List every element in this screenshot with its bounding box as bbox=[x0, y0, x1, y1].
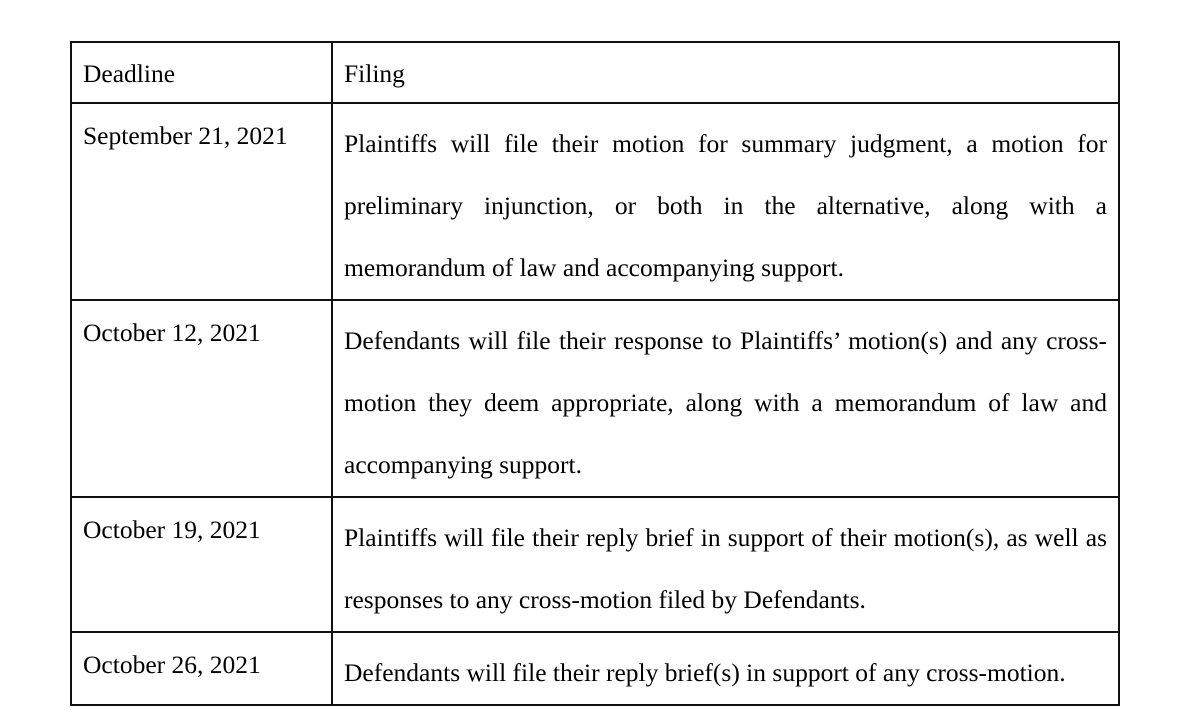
cell-filing: Plaintiffs will file their reply brief i… bbox=[331, 496, 1120, 633]
filing-description-3: Plaintiffs will file their reply brief i… bbox=[344, 523, 1107, 614]
table-row: October 26, 2021 Defendants will file th… bbox=[70, 631, 1120, 706]
filing-schedule-table: Deadline Filing September 21, 2021 Plain… bbox=[70, 41, 1120, 706]
table-row: October 19, 2021 Plaintiffs will file th… bbox=[70, 496, 1120, 633]
filing-description-1: Plaintiffs will file their motion for su… bbox=[344, 129, 1107, 282]
cell-deadline: October 26, 2021 bbox=[70, 631, 333, 706]
cell-deadline: October 19, 2021 bbox=[70, 496, 333, 633]
column-header-filing-label: Filing bbox=[344, 59, 405, 88]
table-header-row: Deadline Filing bbox=[70, 41, 1120, 104]
deadline-date-2: October 12, 2021 bbox=[83, 318, 261, 347]
cell-filing: Defendants will file their response to P… bbox=[331, 299, 1120, 498]
column-header-filing: Filing bbox=[331, 41, 1120, 104]
cell-deadline: October 12, 2021 bbox=[70, 299, 333, 498]
table-row: October 12, 2021 Defendants will file th… bbox=[70, 299, 1120, 498]
table-header: Deadline Filing bbox=[70, 41, 1120, 104]
deadline-date-4: October 26, 2021 bbox=[83, 650, 261, 679]
filing-description-4: Defendants will file their reply brief(s… bbox=[344, 658, 1066, 687]
column-header-deadline-label: Deadline bbox=[83, 59, 176, 88]
table-row: September 21, 2021 Plaintiffs will file … bbox=[70, 102, 1120, 301]
deadline-date-1: September 21, 2021 bbox=[83, 121, 288, 150]
cell-deadline: September 21, 2021 bbox=[70, 102, 333, 301]
cell-filing: Defendants will file their reply brief(s… bbox=[331, 631, 1120, 706]
filing-description-2: Defendants will file their response to P… bbox=[344, 326, 1107, 479]
table-body: September 21, 2021 Plaintiffs will file … bbox=[70, 102, 1120, 706]
cell-filing: Plaintiffs will file their motion for su… bbox=[331, 102, 1120, 301]
deadline-date-3: October 19, 2021 bbox=[83, 515, 261, 544]
column-header-deadline: Deadline bbox=[70, 41, 333, 104]
